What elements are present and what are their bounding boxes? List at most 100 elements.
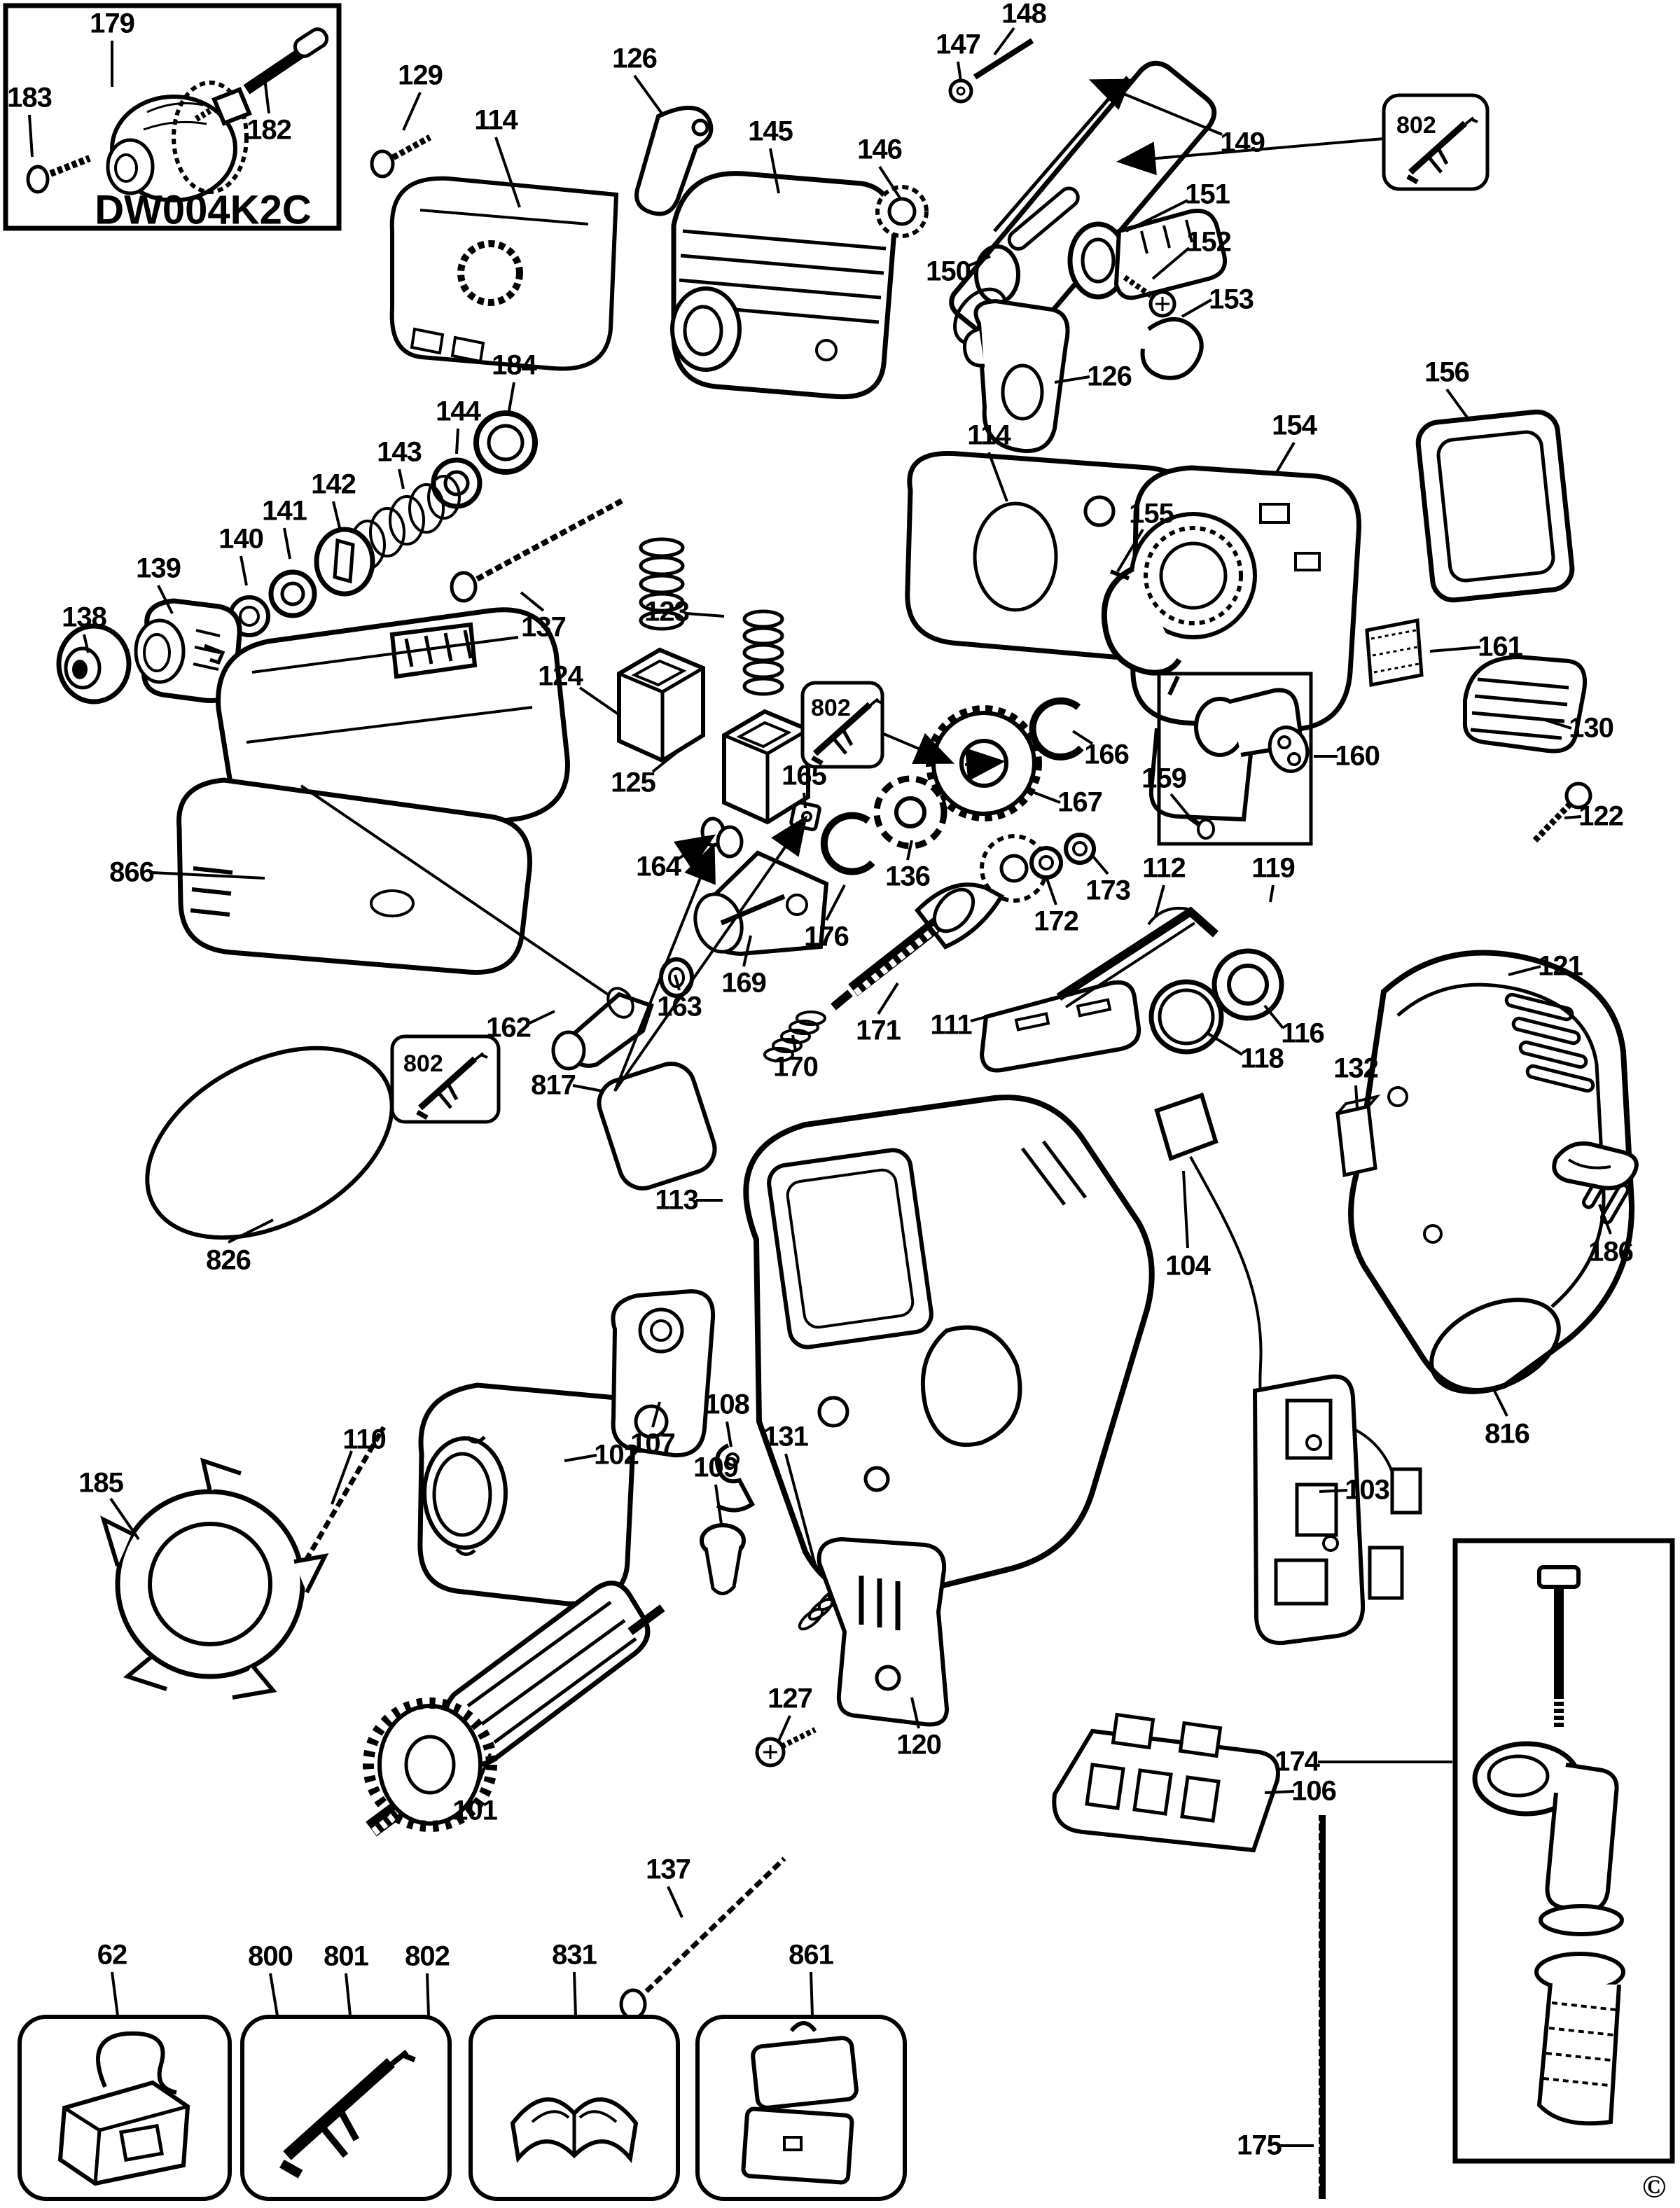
shift-fork-126a-drawing [634,106,714,216]
gear-housing-145-drawing [670,171,897,400]
pointer-149 [1088,78,1223,136]
brush-hook-108-drawing [714,1443,755,1513]
ring-118-drawing [1148,979,1224,1055]
switch-assembly-103-drawing [1252,1374,1422,1646]
washer-173-drawing [1064,833,1096,865]
leader-line-124 [578,686,622,717]
leader-line-801 [345,1973,352,2016]
spindle-171-drawing [831,834,1048,1011]
roll-pin-148-drawing [973,38,1034,80]
lube-box-802c-label: 802 [403,1050,443,1077]
brush-plate-106-drawing [1052,1712,1280,1853]
screw-129-drawing [370,134,432,179]
leader-line-126b [1054,375,1090,384]
leader-line-112 [1154,884,1165,917]
leader-line-141 [283,527,291,560]
leader-line-826 [228,1218,274,1244]
bearing-116-drawing [1212,948,1284,1021]
screw-122-drawing [1532,782,1592,843]
leader-line-148 [993,27,1015,56]
leader-line-184 [507,382,515,415]
side-handle-174-box [1452,1538,1675,2164]
spring-123b-drawing [742,609,784,696]
leader-line-153 [1181,298,1212,318]
lube-callout-box-802b: 802 [800,681,882,769]
gear-167-drawing [926,705,1042,821]
leader-line-137b [667,1886,683,1918]
leader-line-170 [791,1034,797,1051]
leader-line-122 [1564,815,1582,819]
bearing-ring-146-drawing [875,185,929,238]
leader-line-861 [810,1971,814,2016]
leader-line-161 [1429,646,1481,653]
leader-line-101 [473,1753,492,1793]
leader-line-173 [1091,854,1109,875]
label-pad-816-drawing [1429,1298,1561,1394]
leader-line-144 [455,428,459,454]
battery-pack-866-drawing [176,607,570,975]
leader-line-151 [1125,199,1188,232]
leader-line-114a [494,137,521,208]
screw-137a-drawing [450,497,625,603]
instruction-manual-icon [510,2097,639,2164]
lube-box-802a-label: 802 [1396,112,1436,139]
bearing-retainer-107-drawing [611,1289,716,1458]
fan-baffle-185-drawing [100,1457,329,1700]
leader-line-143 [398,468,405,489]
mode-selector-151-drawing [1067,209,1227,300]
vent-baffle-130-drawing [1462,654,1587,754]
leader-line-866 [151,871,265,880]
leader-line-132 [1354,1085,1359,1109]
leader-line-831 [573,1971,577,2016]
leader-line-129 [402,92,422,131]
leader-line-167 [1030,790,1061,804]
leader-line-800 [269,1973,279,2016]
leader-line-140 [239,555,248,586]
label-pad-817-drawing [597,1062,717,1190]
foam-block-132-drawing [1335,1094,1381,1178]
spring-123a-drawing [639,537,685,631]
spring-143-drawing [349,475,461,570]
model-code-label: DW004K2C [95,187,312,233]
leader-line-145 [769,148,780,194]
leader-line-126a [633,74,665,118]
keyless-chuck-179-drawing [106,81,249,202]
leader-line-127 [777,1715,791,1742]
side-handle-174-drawing [1472,1565,1625,2126]
leader-line-138 [83,634,90,653]
leader-line-182 [263,78,270,114]
adapter-182-drawing [194,27,329,126]
pointer-802a [1116,137,1384,176]
brush-holder-124-drawing [617,647,705,763]
washer-172-drawing [1029,846,1063,880]
leader-line-131 [784,1453,818,1571]
cover-clip-153-drawing [1140,317,1204,380]
allen-wrench-112-drawing [1056,906,1219,1008]
retainer-clamp-155-drawing [1101,566,1182,696]
accessory-box-831 [468,2015,680,2201]
latch-clip-186-drawing [1552,1141,1639,1190]
leader-line-123 [686,612,725,618]
brush-holder-125-drawing [722,709,810,825]
spring-170-drawing [763,1011,826,1062]
leader-line-139 [157,585,174,614]
screw-183-drawing [26,155,91,194]
clutch-washer-136-drawing [873,775,947,849]
screw-137b-drawing [619,1856,786,2020]
leader-line-142 [332,501,342,532]
leader-line-152 [1151,247,1190,280]
screw-127-drawing [755,1727,817,1768]
retaining-ring-166-drawing [1029,697,1084,761]
gasket-156-drawing [1415,409,1575,603]
washer-147-drawing [948,78,973,104]
pin-164-drawing [700,817,744,859]
washer-141-drawing [268,569,317,618]
leader-line-162 [527,1010,555,1025]
assembly-arrows [613,732,955,1092]
leader-line-119 [1269,884,1275,903]
depth-rod-175-drawing [1317,1815,1326,2199]
leader-line-118 [1205,1031,1244,1056]
accessory-box-800-801-802 [240,2015,452,2201]
leader-line-104 [1182,1170,1189,1249]
